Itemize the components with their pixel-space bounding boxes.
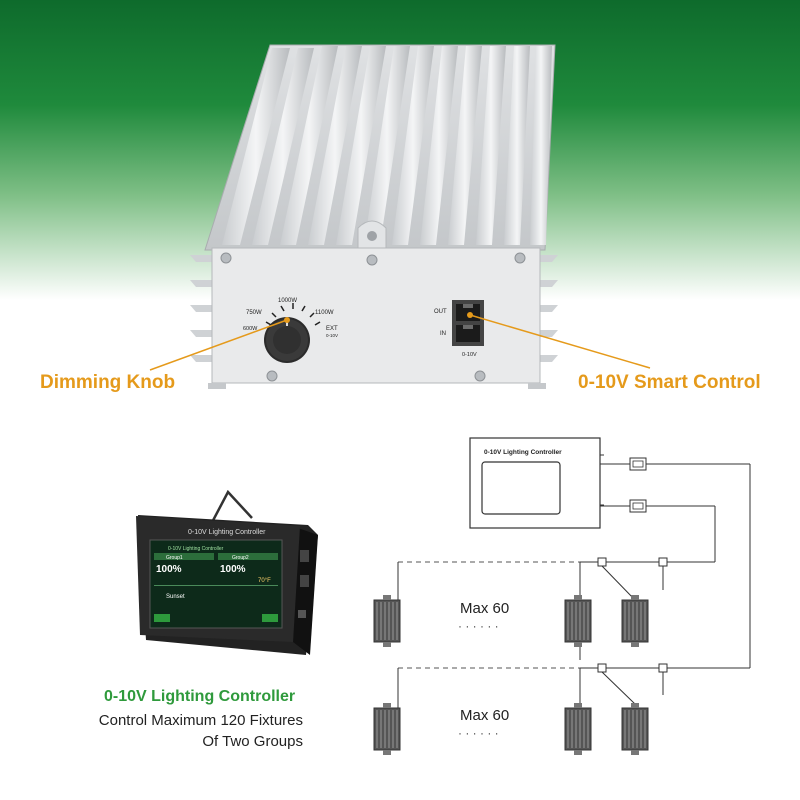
fixture-g1-2: [564, 594, 592, 648]
row1-dots: · · · · · ·: [458, 619, 499, 633]
port-out-label: OUT: [434, 309, 447, 315]
row2-dots: · · · · · ·: [458, 726, 499, 740]
side-fins-left: [190, 255, 212, 362]
label-1000w: 1000W: [278, 298, 297, 304]
port-0-10v-label: 0-10V: [462, 352, 477, 358]
row1-max-label: Max 60: [460, 600, 509, 617]
group1-wiring: [388, 506, 716, 660]
label-ext: EXT: [326, 326, 338, 332]
diagram-controller-label: 0-10V Lighting Controller: [484, 449, 562, 456]
fixture-g2-3: [621, 702, 649, 756]
rj-ports: [452, 300, 484, 346]
fixture-g1-1: [373, 594, 401, 648]
port-in-label: IN: [440, 331, 446, 337]
controller-photo: 0-10V Lighting Controller 0-10V Lighting…: [136, 490, 318, 655]
screen-group2: Group2: [232, 555, 249, 561]
row2-max-label: Max 60: [460, 707, 509, 724]
heatsink-fins: [222, 46, 552, 245]
screen-temp: 70°F: [258, 578, 271, 584]
screen-value1: 100%: [156, 564, 182, 575]
label-750w: 750W: [246, 310, 262, 316]
caption-line-2: Of Two Groups: [202, 733, 303, 750]
fixture-g2-1: [373, 702, 401, 756]
label-1100w: 1100W: [315, 310, 334, 316]
smart-control-callout: 0-10V Smart Control: [578, 372, 761, 393]
diagram-connectors: [600, 457, 750, 513]
dimming-knob: [264, 317, 310, 363]
label-600w: 600W: [243, 326, 258, 332]
screen-group1: Group1: [166, 555, 183, 561]
ballast-illustration: 1000W 750W 1100W EXT 0-10V 600W OUT IN 0…: [149, 44, 651, 389]
screen-title: 0-10V Lighting Controller: [168, 546, 224, 552]
dimming-knob-callout: Dimming Knob: [40, 372, 176, 393]
group2-wiring: [397, 464, 751, 708]
fixture-g1-3: [621, 594, 649, 648]
side-fins-right: [538, 255, 558, 362]
photo-title: 0-10V Lighting Controller: [188, 529, 266, 536]
diagram-controller: [469, 437, 604, 529]
dial-scale: [265, 303, 321, 326]
callout-lines: [149, 312, 651, 371]
caption-line-1: Control Maximum 120 Fixtures: [98, 712, 303, 729]
caption-title: 0-10V Lighting Controller: [104, 688, 296, 705]
screen-value2: 100%: [220, 564, 246, 575]
screen-mode: Sunset: [166, 594, 185, 600]
label-ext-0-10v: 0-10V: [326, 333, 338, 338]
fixture-g2-2: [564, 702, 592, 756]
